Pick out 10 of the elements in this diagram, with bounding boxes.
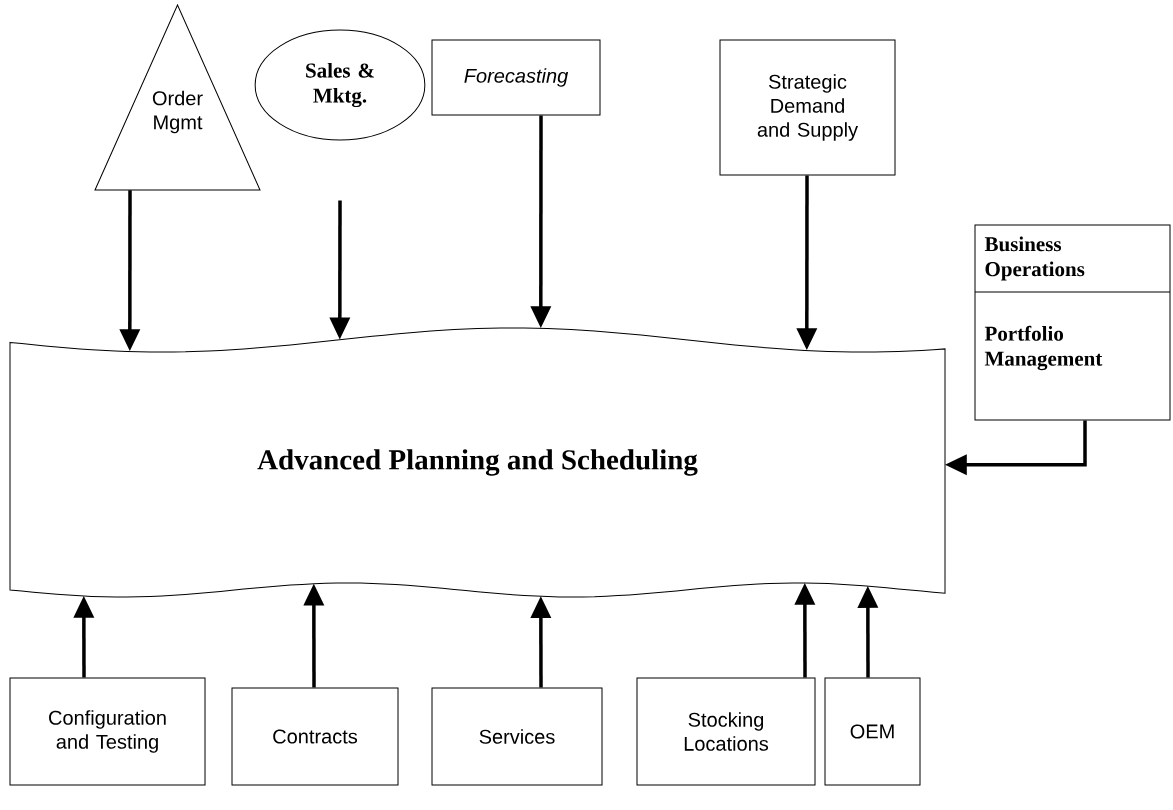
process-box: Configuration and Testing: [9, 677, 206, 786]
process-box: Contracts: [231, 687, 399, 786]
process-box: Strategic Demand and Supply: [719, 39, 896, 176]
process-triangle: Order Mgmt: [94, 4, 261, 191]
process-box: Services: [431, 687, 603, 786]
process-box: Stocking Locations: [636, 677, 816, 786]
process-box: OEM: [824, 677, 921, 786]
process-box: Forecasting: [431, 39, 601, 116]
wavy-banner: Advanced Planning and Scheduling: [9, 327, 946, 598]
split-box: Business Operations Portfolio Management: [974, 224, 1171, 421]
